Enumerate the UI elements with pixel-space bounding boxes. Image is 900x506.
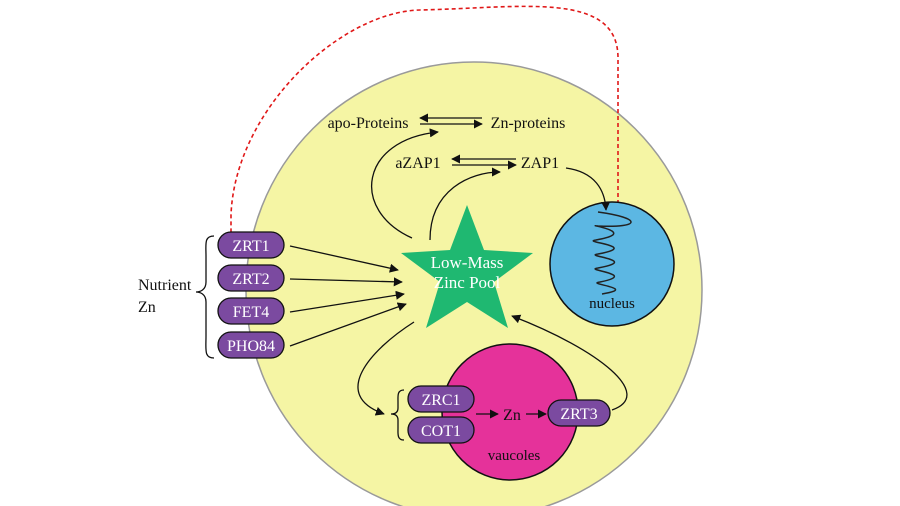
zap1-label: ZAP1 <box>521 155 559 172</box>
transporter-fet4-label: FET4 <box>233 304 269 321</box>
zap1-to-nucleus-arrow <box>565 167 611 211</box>
azap1-label: aZAP1 <box>395 155 440 172</box>
transporter-cot1: COT1 <box>407 416 475 444</box>
zn-proteins-label: Zn-proteins <box>491 115 566 132</box>
transporter-zrt1-label: ZRT1 <box>232 238 269 255</box>
pho84-to-pool-arrow <box>289 302 407 347</box>
transporter-fet4: FET4 <box>217 297 285 325</box>
nutrient-label-line1: Nutrient <box>138 277 192 294</box>
vacuole-brace <box>390 389 405 441</box>
transporter-zrt3: ZRT3 <box>547 399 611 427</box>
nutrient-label-line2: Zn <box>138 299 156 316</box>
zrt3-to-pool-arrow <box>511 314 628 411</box>
feedback-dashed-line <box>230 5 619 232</box>
pool-to-zap1-arrow <box>429 167 501 241</box>
pool-label-line2: Zinc Pool <box>434 273 501 292</box>
transporter-zrt3-label: ZRT3 <box>560 406 597 423</box>
transporter-cot1-label: COT1 <box>421 423 461 440</box>
transporter-zrt1: ZRT1 <box>217 231 285 259</box>
zrt2-to-pool-arrow <box>289 277 403 287</box>
zrt1-to-pool-arrow <box>289 245 399 273</box>
dna-coil-icon <box>592 211 632 295</box>
transporter-pho84-label: PHO84 <box>227 338 275 355</box>
apo-proteins-label: apo-Proteins <box>328 115 409 132</box>
fet4-to-pool-arrow <box>289 290 405 313</box>
transporter-pho84: PHO84 <box>217 331 285 359</box>
transporter-zrt2-label: ZRT2 <box>232 271 269 288</box>
nucleus-label: nucleus <box>589 296 635 312</box>
low-mass-zinc-pool-star <box>401 205 533 328</box>
nutrient-brace <box>195 235 215 359</box>
transporter-zrt2: ZRT2 <box>217 264 285 292</box>
pool-to-zn-proteins-arrow <box>371 128 439 239</box>
vacuole-label: vaucoles <box>488 448 541 464</box>
vacuole-zn-label: Zn <box>503 407 521 424</box>
transporter-zrc1: ZRC1 <box>407 385 475 413</box>
pool-to-vacuole-arrow <box>357 321 415 416</box>
pool-label-line1: Low-Mass <box>431 253 504 272</box>
transporter-zrc1-label: ZRC1 <box>421 392 460 409</box>
